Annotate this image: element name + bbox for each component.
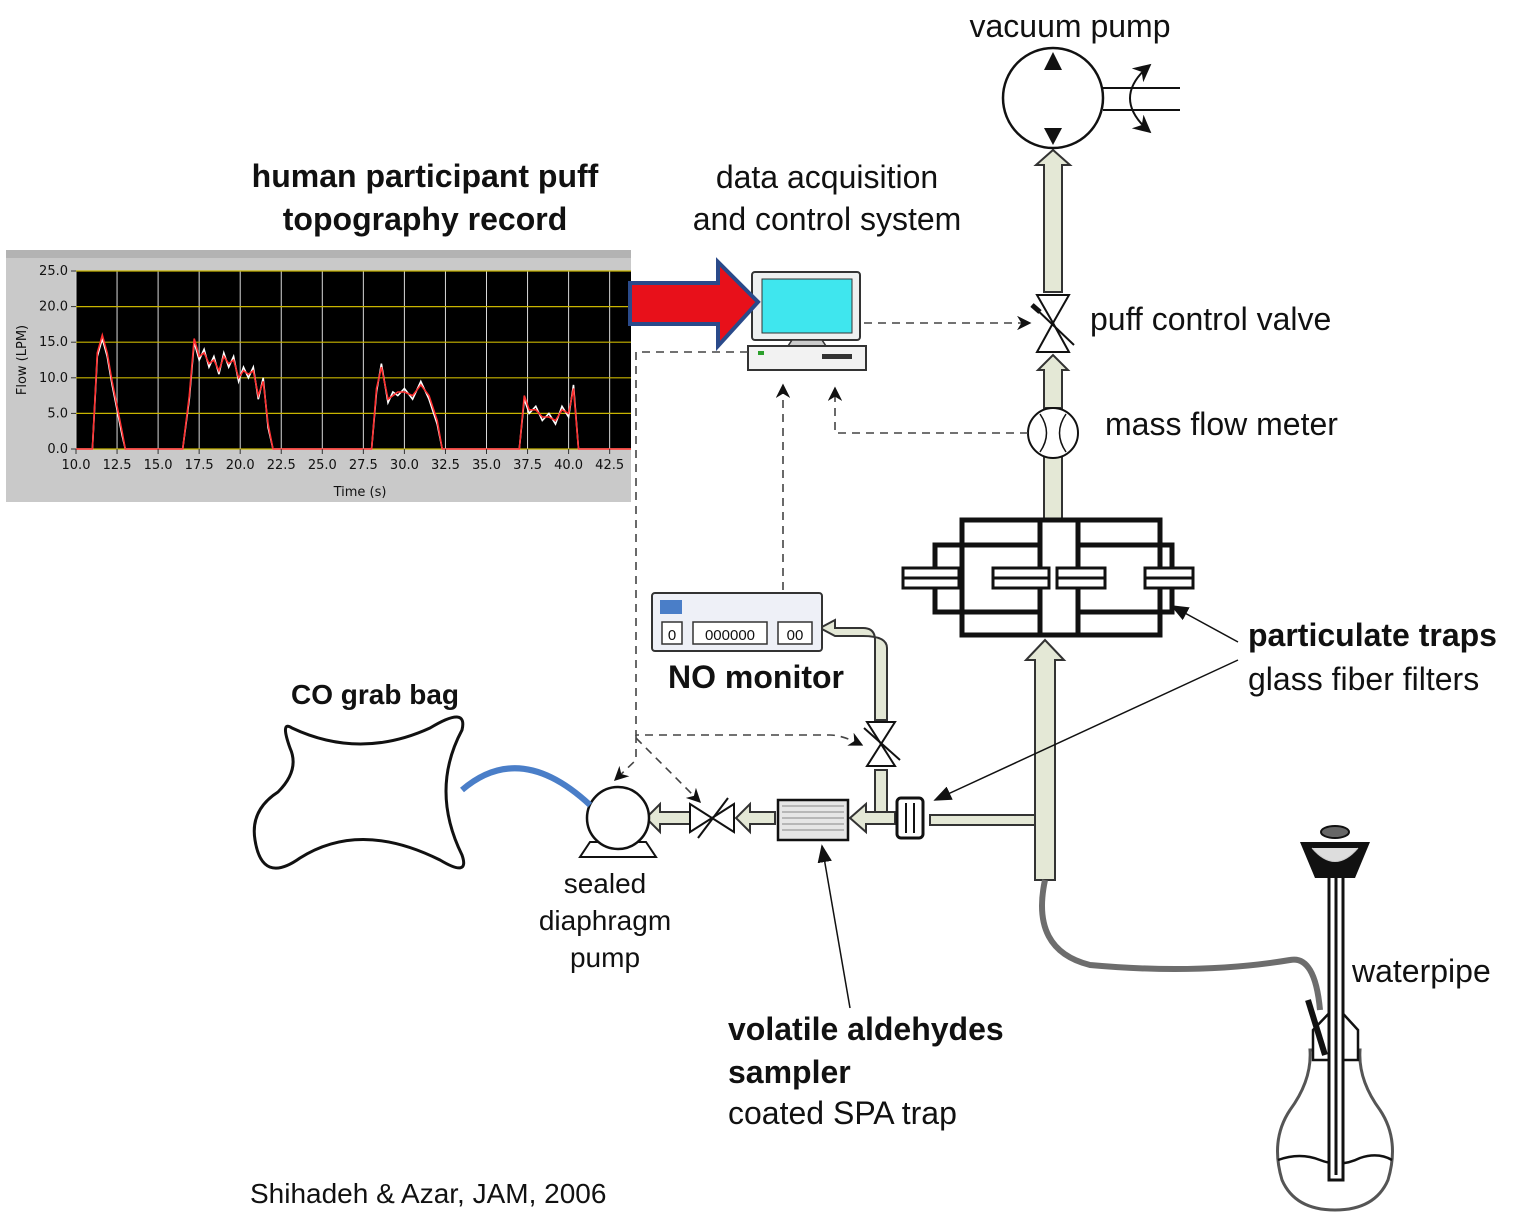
no-monitor-btn2: 00 xyxy=(787,627,804,644)
chart-y-axis-label: Flow (LPM) xyxy=(15,325,30,395)
vacuum-pump xyxy=(1001,46,1180,150)
chart-y-tick-label: 10.0 xyxy=(39,371,68,386)
mass-flow-meter xyxy=(1027,407,1079,459)
chart-x-tick-label: 12.5 xyxy=(103,458,132,473)
particulate-trap-pointers xyxy=(933,605,1239,801)
particulate-traps-label: particulate traps xyxy=(1248,617,1497,653)
pump-label-1: sealed xyxy=(564,868,647,899)
chart-x-tick-label: 27.5 xyxy=(349,458,378,473)
puff-record-title-2: topography record xyxy=(283,201,567,237)
citation: Shihadeh & Azar, JAM, 2006 xyxy=(250,1178,606,1209)
aldehydes-sampler xyxy=(776,798,851,1009)
daq-label-2: and control system xyxy=(693,201,962,237)
no-monitor xyxy=(651,592,823,652)
no-monitor-label: NO monitor xyxy=(668,659,844,695)
chart-y-tick-label: 15.0 xyxy=(39,335,68,350)
no-monitor-btn1: 0 xyxy=(668,627,676,644)
no-monitor-display: 000000 xyxy=(705,627,755,644)
co-grab-bag-label: CO grab bag xyxy=(291,679,459,710)
chart-panel-topbar xyxy=(6,250,631,258)
chart-x-tick-label: 10.0 xyxy=(62,458,91,473)
chart-y-ticks: 0.0 5.0 10.0 15.0 20.0 25.0 xyxy=(39,264,76,457)
inline-filter xyxy=(895,796,925,840)
co-bag-tube xyxy=(460,765,593,808)
glass-fiber-filters-label: glass fiber filters xyxy=(1248,661,1479,697)
chart-x-tick-label: 17.5 xyxy=(185,458,214,473)
co-grab-bag xyxy=(252,715,466,870)
chart-series xyxy=(76,332,631,450)
waterpipe-hose xyxy=(1039,879,1323,1011)
chart-series-line-2 xyxy=(76,332,631,450)
chart-x-tick-label: 25.0 xyxy=(308,458,337,473)
red-arrow xyxy=(628,257,761,352)
chart-x-tick-label: 15.0 xyxy=(144,458,173,473)
signal-lines xyxy=(613,315,1032,804)
computer xyxy=(747,271,867,371)
chart-plot-area xyxy=(76,271,631,449)
chart-x-ticks: 10.0 12.5 15.0 17.5 20.0 22.5 25.0 27.5 30.0 32.5… xyxy=(62,449,624,473)
puff-topography-chart: 10.0 12.5 15.0 17.5 20.0 22.5 25.0 27.5 30.0 32.5… xyxy=(6,250,631,502)
no-monitor-valve xyxy=(863,721,901,767)
aldehydes-label-2: sampler xyxy=(728,1054,851,1090)
pump-label-2: diaphragm xyxy=(539,905,671,936)
chart-x-tick-label: 37.5 xyxy=(513,458,542,473)
pump-label-3: pump xyxy=(570,942,640,973)
chart-y-tick-label: 5.0 xyxy=(47,406,68,421)
puff-control-valve-label: puff control valve xyxy=(1090,301,1331,337)
chart-y-tick-label: 25.0 xyxy=(39,264,68,279)
chart-x-tick-label: 40.0 xyxy=(554,458,583,473)
waterpipe xyxy=(1276,825,1394,1212)
chart-x-tick-label: 30.0 xyxy=(390,458,419,473)
chart-x-tick-label: 22.5 xyxy=(267,458,296,473)
chart-x-axis-label: Time (s) xyxy=(333,485,387,500)
puff-record-title-1: human participant puff xyxy=(252,158,599,194)
daq-label-1: data acquisition xyxy=(716,159,938,195)
chart-y-tick-label: 0.0 xyxy=(47,442,68,457)
chart-x-tick-label: 32.5 xyxy=(431,458,460,473)
particulate-traps xyxy=(932,517,1175,638)
filter-cartridges xyxy=(901,566,1195,590)
waterpipe-label: waterpipe xyxy=(1351,953,1491,989)
pump-valve xyxy=(689,797,735,839)
flow-pipes xyxy=(644,148,1073,881)
puff-control-valve xyxy=(1030,294,1075,353)
vacuum-pump-label: vacuum pump xyxy=(970,8,1171,44)
chart-x-tick-label: 42.5 xyxy=(595,458,624,473)
diaphragm-pump xyxy=(578,785,658,858)
mass-flow-meter-label: mass flow meter xyxy=(1105,406,1338,442)
chart-y-tick-label: 20.0 xyxy=(39,300,68,315)
chart-x-tick-label: 20.0 xyxy=(226,458,255,473)
aldehydes-label-1: volatile aldehydes xyxy=(728,1011,1004,1047)
aldehydes-label-3: coated SPA trap xyxy=(728,1095,957,1131)
chart-x-tick-label: 35.0 xyxy=(472,458,501,473)
